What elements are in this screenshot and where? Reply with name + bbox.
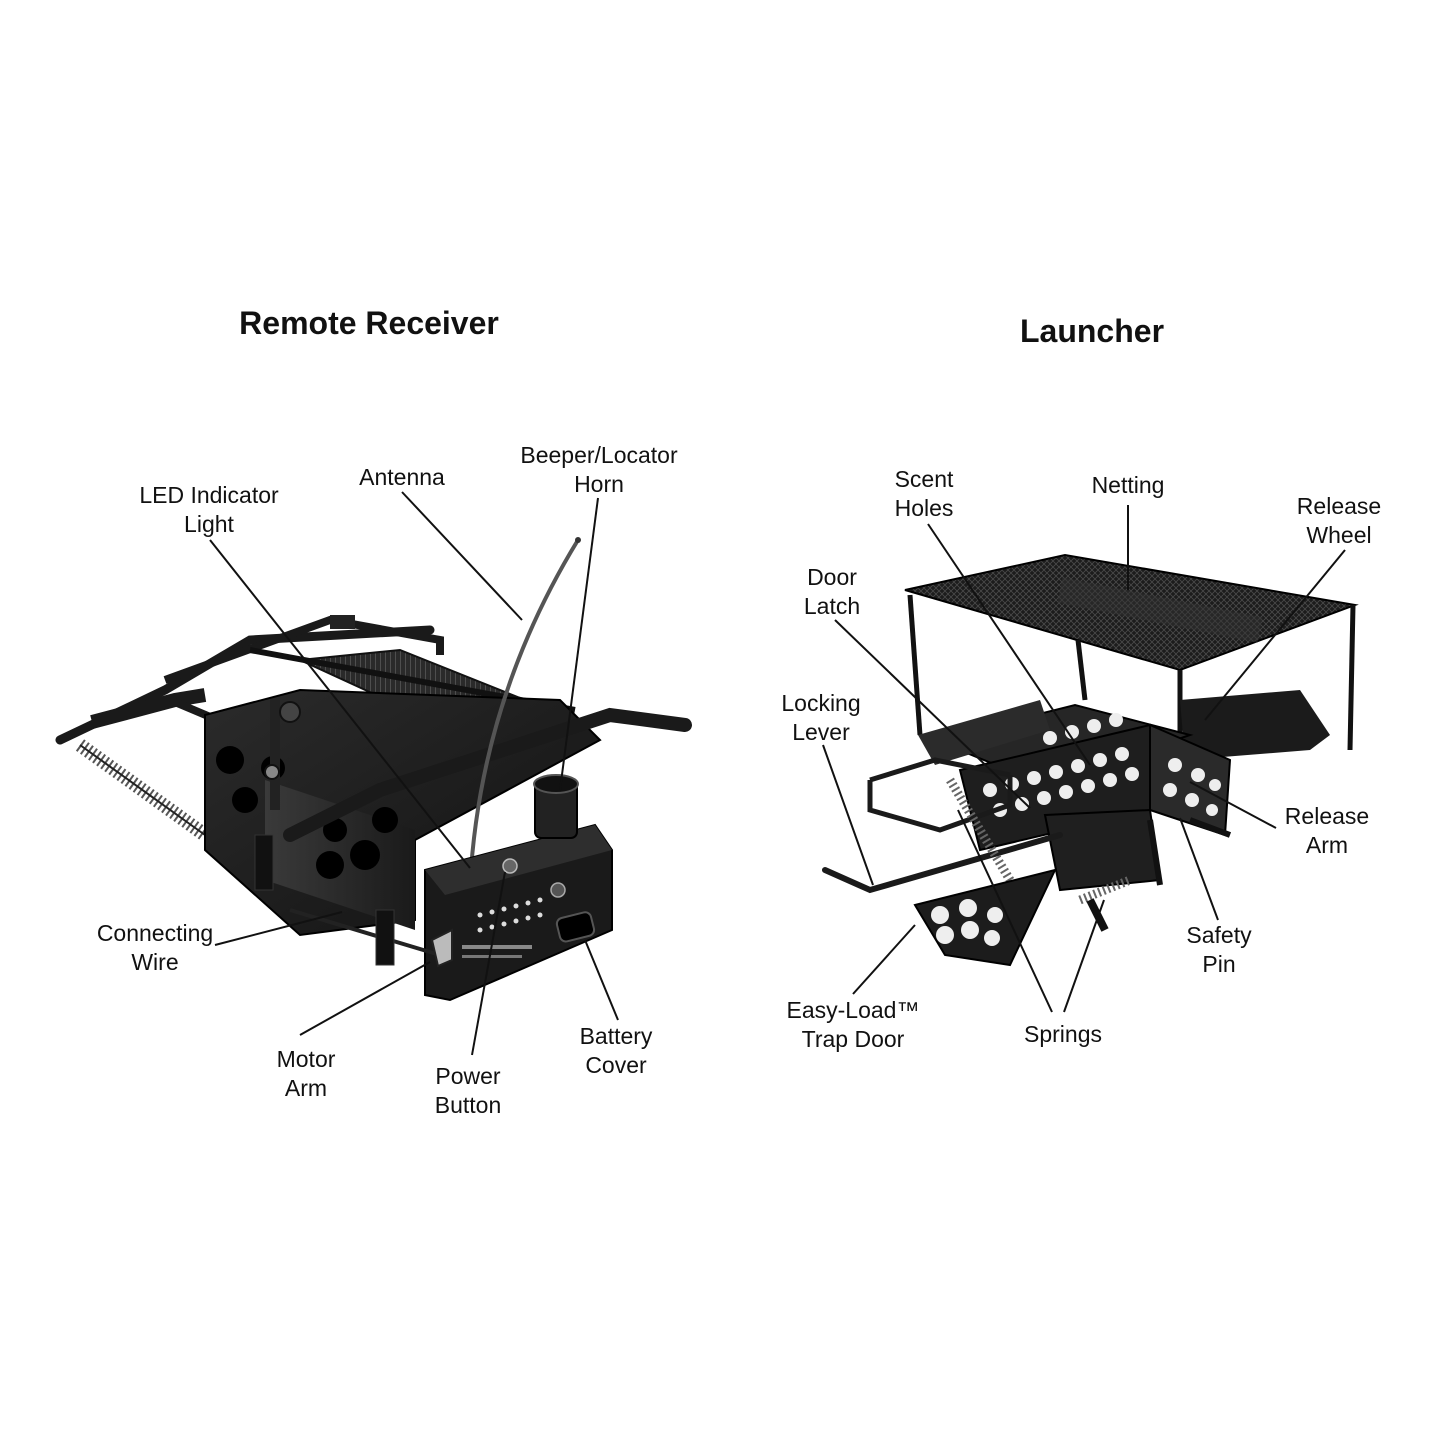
label-scent-holes: Scent Holes	[894, 466, 954, 521]
label-locking-lever: Locking Lever	[781, 690, 861, 745]
leader-led	[209, 539, 471, 869]
leader-latch	[834, 619, 1031, 809]
leader-lines	[209, 491, 1346, 1056]
leader-power	[471, 871, 506, 1056]
label-battery-cover: Battery Cover	[579, 1023, 653, 1078]
launcher-illustration	[822, 553, 1359, 967]
leader-pin	[1179, 817, 1219, 921]
label-springs: Springs	[1024, 1021, 1102, 1047]
leader-scent	[927, 523, 1091, 766]
label-motor-arm: Motor Arm	[276, 1046, 336, 1101]
label-led-indicator-light: LED Indicator Light	[139, 482, 279, 537]
label-release-arm: Release Arm	[1284, 803, 1370, 858]
leader-wheel	[1204, 549, 1346, 721]
leader-springs-a	[957, 809, 1053, 1013]
label-power-button: Power Button	[434, 1063, 502, 1118]
leader-antenna	[401, 491, 523, 621]
leader-trap	[852, 924, 916, 995]
leader-battery	[584, 939, 619, 1021]
label-door-latch: Door Latch	[803, 564, 861, 619]
receiver-title: Remote Receiver	[239, 305, 499, 341]
label-beeper-locator-horn: Beeper/Locator Horn	[520, 442, 678, 497]
leader-arm	[1189, 781, 1277, 829]
leader-beeper	[559, 497, 599, 791]
receiver-illustration	[55, 537, 692, 1002]
label-connecting-wire: Connecting Wire	[96, 920, 214, 975]
leader-lever	[822, 744, 874, 886]
label-safety-pin: Safety Pin	[1186, 922, 1252, 977]
leader-wire	[214, 911, 343, 946]
leader-springs-b	[1063, 899, 1105, 1013]
receiver-antenna	[468, 538, 580, 886]
launcher-title: Launcher	[1019, 313, 1165, 349]
label-easy-load-trap-door: Easy-Load™ Trap Door	[786, 997, 920, 1052]
leader-motor	[299, 961, 431, 1036]
label-antenna: Antenna	[359, 464, 445, 490]
label-netting: Netting	[1091, 472, 1165, 498]
label-release-wheel: Release Wheel	[1296, 493, 1382, 548]
